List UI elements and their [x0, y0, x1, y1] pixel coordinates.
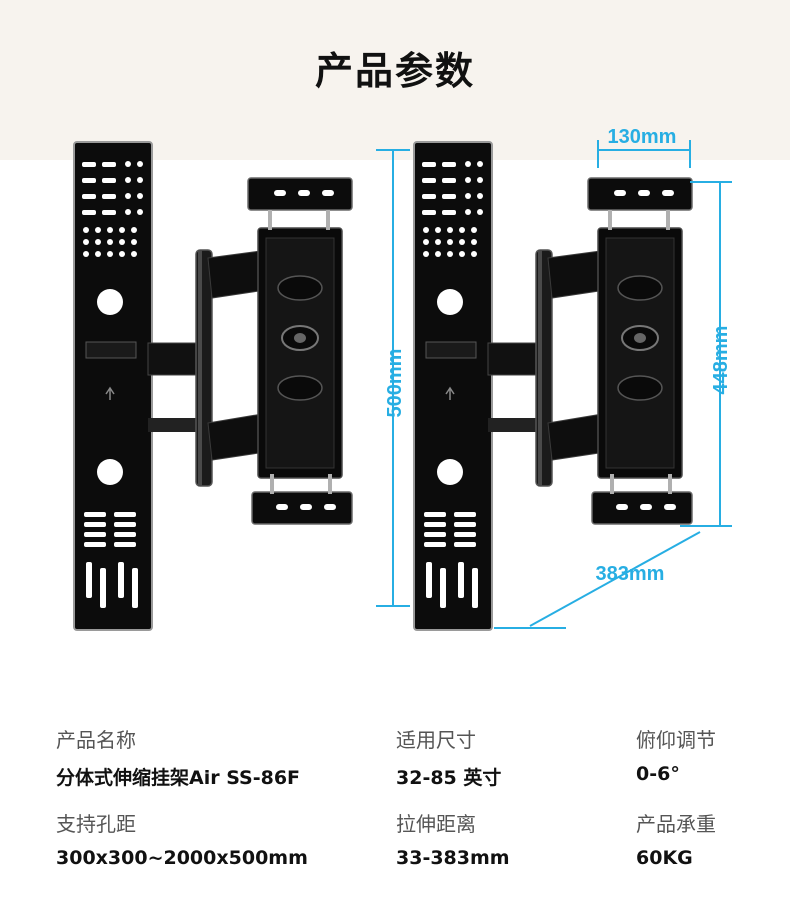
spec-value: 300x300~2000x500mm	[56, 847, 308, 869]
header-band	[0, 0, 790, 160]
spec-load: 产品承重 60KG	[636, 808, 716, 869]
dim-width-label: 130mm	[608, 126, 677, 148]
spec-value: 60KG	[636, 847, 693, 869]
spec-value: 0-6°	[636, 763, 680, 785]
dim-depth-label: 383mm	[596, 563, 665, 585]
spec-value: 32-85 英寸	[396, 767, 502, 789]
dim-height-total-label: 500mm	[384, 349, 406, 418]
mount-illustration-left	[73, 141, 353, 631]
spec-value: 分体式伸缩挂架Air SS-86F	[56, 767, 301, 789]
product-illustration: 130mm 500mm 448mm 383mm	[73, 126, 732, 631]
dim-height-frame-label: 448mm	[710, 326, 732, 395]
spec-hole-distance: 支持孔距 300x300~2000x500mm	[56, 808, 308, 869]
spec-extension: 拉伸距离 33-383mm	[396, 808, 510, 869]
dimension-lines	[376, 140, 732, 629]
page-title: 产品参数	[314, 49, 475, 93]
spec-label: 支持孔距	[56, 812, 136, 836]
mount-illustration-right	[413, 141, 693, 631]
spec-label: 产品名称	[56, 728, 136, 752]
spec-label: 适用尺寸	[396, 728, 476, 752]
spec-screen-size: 适用尺寸 32-85 英寸	[396, 724, 501, 790]
spec-label: 产品承重	[636, 812, 716, 836]
spec-product-name: 产品名称 分体式伸缩挂架Air SS-86F	[56, 724, 300, 790]
spec-label: 俯仰调节	[636, 728, 716, 752]
spec-value: 33-383mm	[396, 847, 510, 869]
spec-tilt: 俯仰调节 0-6°	[636, 724, 716, 785]
spec-label: 拉伸距离	[396, 812, 476, 836]
